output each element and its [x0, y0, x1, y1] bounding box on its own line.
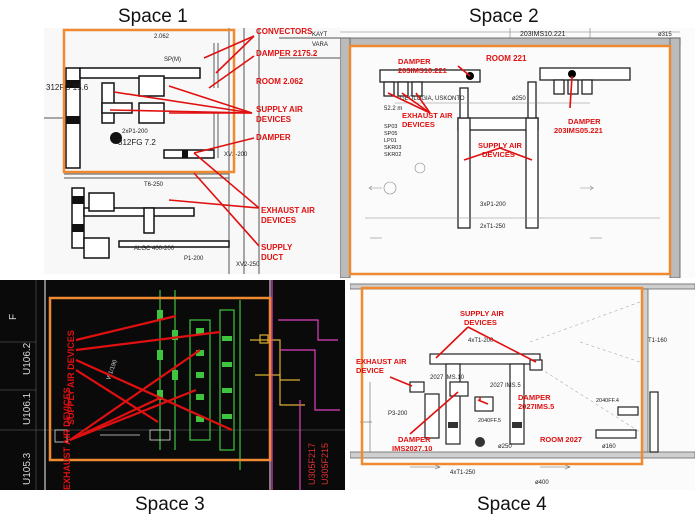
- s2-text-7: SKR03: [384, 145, 401, 151]
- s3-text-2: U106.1: [22, 392, 33, 425]
- s1-label-convectors: CONVECTORS: [256, 28, 313, 36]
- s1-room-outline: [62, 28, 236, 174]
- s2-label-room: ROOM 221: [486, 54, 527, 63]
- s3-text-7: U305F215: [320, 443, 330, 485]
- s4-label-damper-right-2: 2027IMS.5: [518, 402, 554, 411]
- s4-text-8: ø250: [498, 444, 512, 450]
- space-3-drawing: F U106.2 U106.1 U105.3 W1/190 U305F217 U…: [0, 280, 345, 490]
- s1-label-supply-2: DEVICES: [256, 115, 292, 124]
- s2-text-6: LP01: [384, 138, 397, 144]
- s2-label-supply: SUPPLY AIR: [478, 141, 522, 150]
- s4-label-exhaust: EXHAUST AIR: [356, 357, 407, 366]
- s2-text-4: SP03: [384, 124, 397, 130]
- s4-text-3: 2027 IMS.5: [490, 383, 521, 389]
- s2-text-5: SP05: [384, 131, 397, 137]
- s3-label-exhaust: EXHAUST AIR DEVICES: [62, 387, 72, 490]
- s4-label-exhaust-2: DEVICE: [356, 366, 384, 375]
- s1-text-4: 312FG 7.2: [118, 138, 156, 147]
- s1-text-9: XV2-250: [236, 262, 260, 268]
- s2-label-damper-left-2: 203IMS10.221: [398, 66, 447, 75]
- s2-label-supply-2: DEVICES: [482, 150, 515, 159]
- s3-text-3: U105.3: [22, 452, 33, 485]
- s2-text-8: SKR02: [384, 152, 401, 158]
- s2-text-2: GEOLOGIA, USKONTO: [400, 96, 465, 102]
- s4-text-7: ø400: [535, 480, 549, 486]
- s4-text-1: 4xT1-200: [468, 338, 494, 344]
- s1-label-damper-mid: DAMPER: [256, 133, 291, 142]
- s2-room-outline: [348, 44, 672, 276]
- s1-label-supply-duct-2: DUCT: [261, 253, 283, 262]
- s1-label-supply: SUPPLY AIR: [256, 105, 303, 114]
- s4-label-damper-right: DAMPER: [518, 393, 551, 402]
- s4-label-damper-bottom: DAMPER: [398, 435, 431, 444]
- s1-text-10: SP(M): [164, 57, 181, 63]
- s1-text-6: T6-250: [144, 182, 164, 188]
- s1-label-exhaust: EXHAUST AIR: [261, 206, 315, 215]
- s2-text-12: ø315: [658, 32, 672, 38]
- s4-text-6: 4xT1-250: [450, 470, 476, 476]
- s1-label-damper-top: DAMPER 2175.2: [256, 49, 318, 58]
- s1-label-room: ROOM 2.062: [256, 77, 304, 86]
- s3-text-1: U106.2: [22, 342, 33, 375]
- s2-text-11: ø250: [512, 96, 526, 102]
- s1-text-5: XV2-200: [224, 152, 248, 158]
- title-space-4: Space 4: [477, 494, 547, 515]
- s1-text-11: KAYT: [312, 32, 328, 38]
- s4-label-supply-2: DEVICES: [464, 318, 497, 327]
- s1-text-7: ALGC 400-200: [134, 246, 175, 252]
- s2-text-9: 3xP1-200: [480, 202, 506, 208]
- s4-text-5: T1-160: [648, 338, 668, 344]
- space-3-panel: F U106.2 U106.1 U105.3 W1/190 U305F217 U…: [0, 280, 345, 490]
- s2-label-damper-left: DAMPER: [398, 57, 431, 66]
- s3-room-outline: [48, 296, 272, 462]
- s1-label-exhaust-2: DEVICES: [261, 216, 297, 225]
- s2-label-damper-right-2: 203IMS05.221: [554, 126, 603, 135]
- space-1-drawing: 2.062 312FG 15.6 2xP1-200 312FG 7.2 XV2-…: [44, 28, 340, 274]
- s4-label-supply: SUPPLY AIR: [460, 309, 504, 318]
- s1-text-1: 2.062: [154, 34, 170, 40]
- s2-label-damper-right: DAMPER: [568, 117, 601, 126]
- s4-text-4: P3-200: [388, 411, 408, 417]
- s2-text-10: 2xT1-250: [480, 224, 506, 230]
- s4-text-2: 2027 IMS.10: [430, 375, 465, 381]
- space-1-panel: 2.062 312FG 15.6 2xP1-200 312FG 7.2 XV2-…: [44, 28, 340, 274]
- s3-text-6: U305F217: [307, 443, 317, 485]
- space-2-drawing: 203IMS10.221 GEOLOGIA, USKONTO 52.2 m SP…: [340, 28, 695, 278]
- s1-text-8: P1-200: [184, 256, 204, 262]
- s4-text-9: ø160: [602, 444, 616, 450]
- s3-label-supply: SUPPLY AIR DEVICES: [66, 330, 76, 425]
- s1-text-12: VARA: [312, 42, 328, 48]
- s2-text-1: 203IMS10.221: [520, 31, 566, 38]
- title-space-3: Space 3: [135, 494, 205, 515]
- s4-text-10: 2040FF.5: [478, 418, 501, 424]
- s2-label-exhaust: EXHAUST AIR: [402, 111, 453, 120]
- s1-text-3: 2xP1-200: [122, 129, 148, 135]
- s4-text-11: 2040FF.4: [596, 398, 619, 404]
- space-2-panel: 203IMS10.221 GEOLOGIA, USKONTO 52.2 m SP…: [340, 28, 695, 278]
- space-4-drawing: 4xT1-200 2027 IMS.10 2027 IMS.5 P3-200 T…: [350, 282, 695, 490]
- s2-label-exhaust-2: DEVICES: [402, 120, 435, 129]
- s1-text-2: 312FG 15.6: [46, 83, 89, 92]
- s4-room-outline: [360, 286, 644, 466]
- s3-text-4: F: [8, 314, 19, 320]
- space-4-panel: 4xT1-200 2027 IMS.10 2027 IMS.5 P3-200 T…: [350, 282, 695, 490]
- s2-text-3: 52.2 m: [384, 106, 402, 112]
- s4-label-damper-bottom-2: IMS2027.10: [392, 444, 432, 453]
- title-space-1: Space 1: [118, 6, 188, 27]
- s1-label-supply-duct: SUPPLY: [261, 243, 293, 252]
- title-space-2: Space 2: [469, 6, 539, 27]
- s4-label-room: ROOM 2027: [540, 435, 582, 444]
